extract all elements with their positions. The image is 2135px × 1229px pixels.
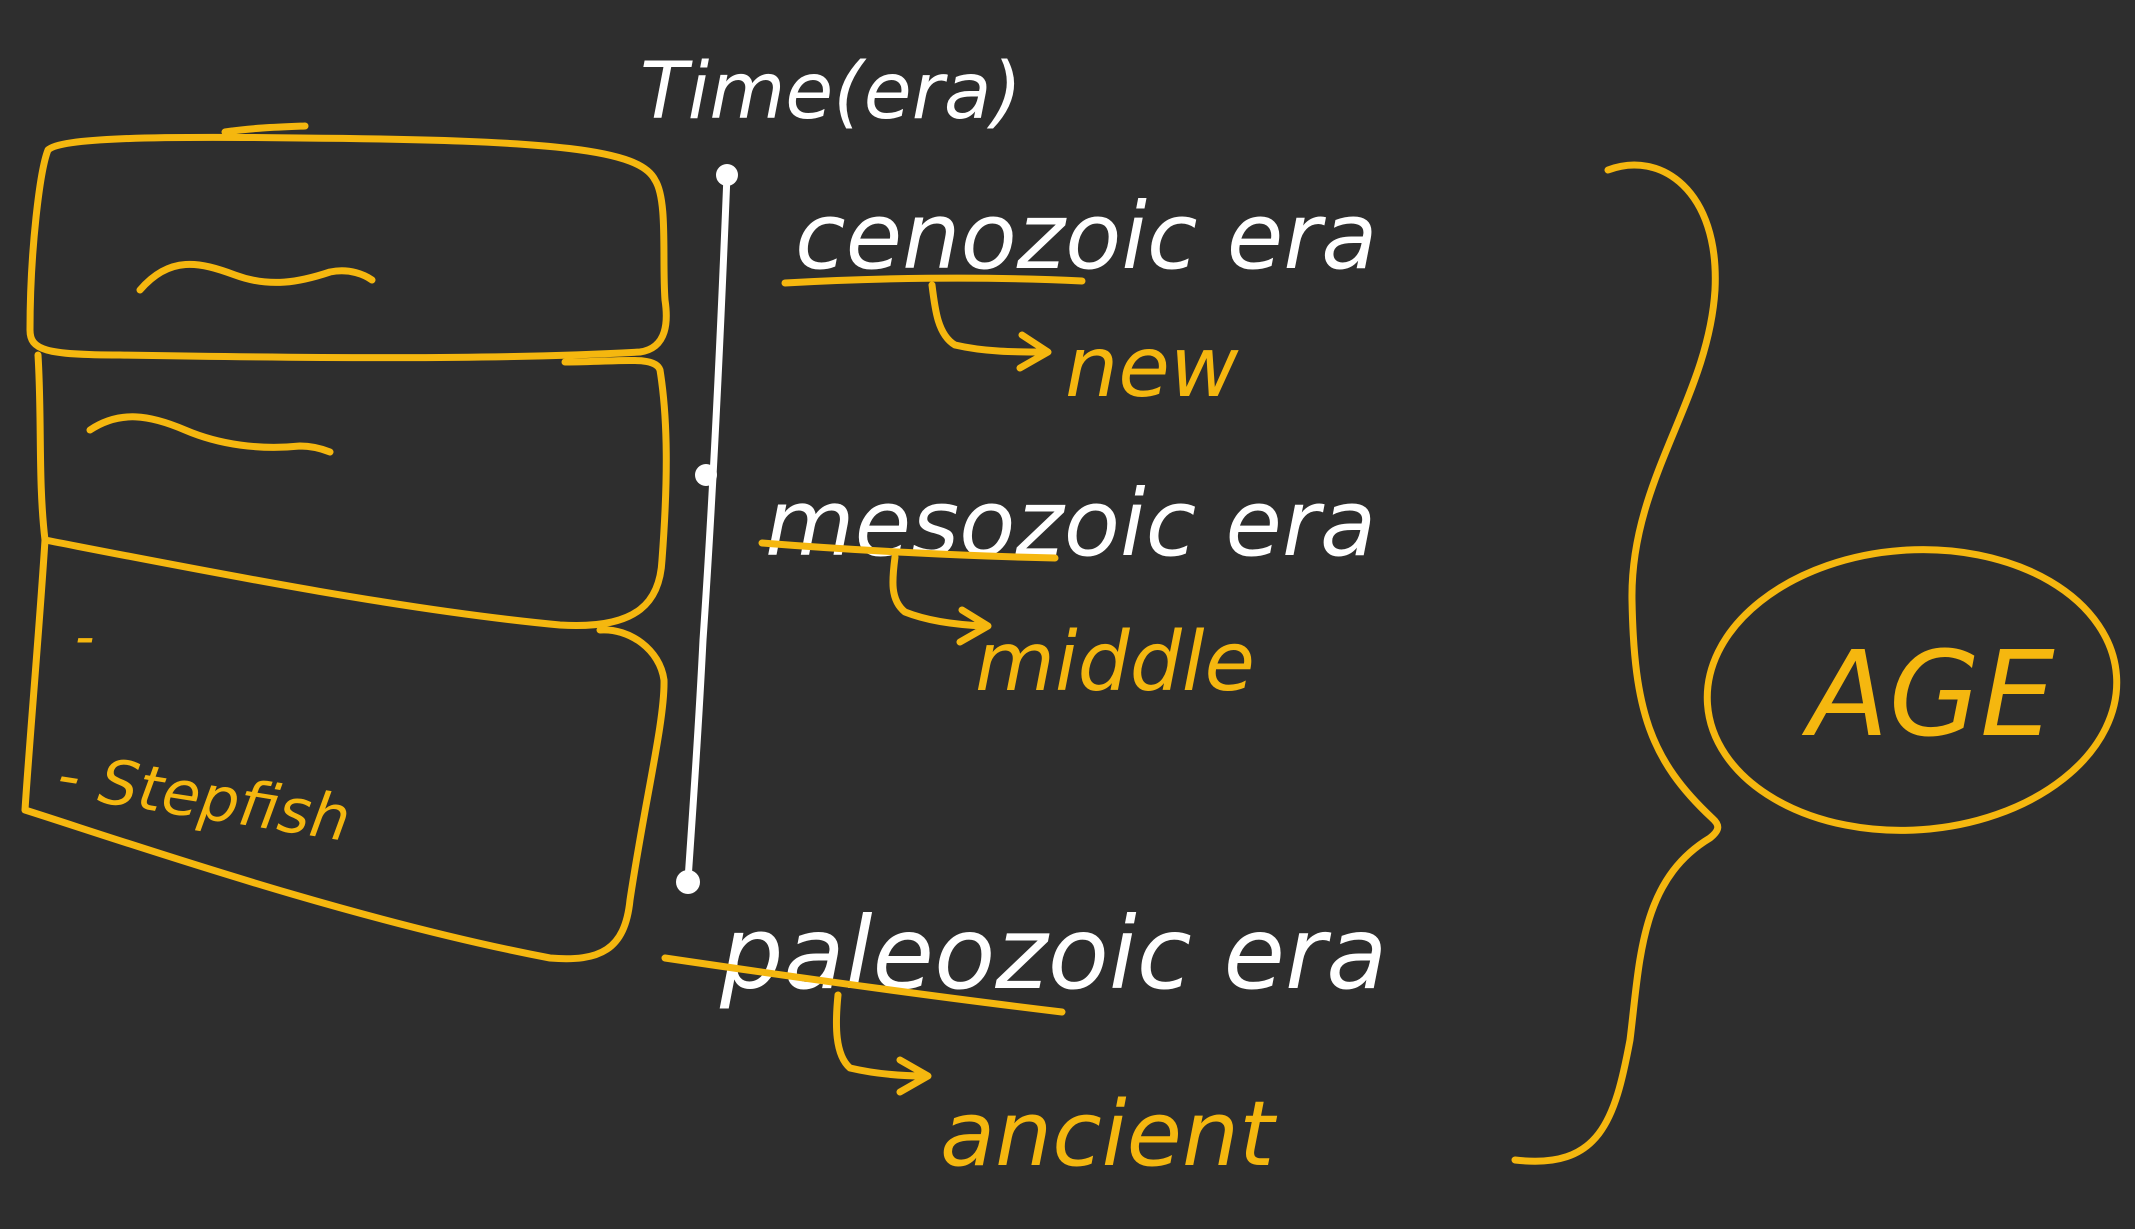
stratum-bottom — [21, 536, 668, 963]
era-cenozoic: cenozoic era new — [781, 183, 1378, 416]
meaning-arrow-icon — [889, 553, 992, 646]
era-meaning: ancient — [940, 1082, 1278, 1187]
age-label: AGE — [1801, 625, 2055, 763]
era-meaning: new — [1065, 318, 1239, 416]
age-annotation: AGE — [1703, 546, 2121, 834]
era-name: cenozoic era — [795, 183, 1378, 290]
timeline-heading: Time(era) — [640, 47, 1022, 137]
wavy-mark-middle — [86, 413, 334, 456]
era-group-brace — [1511, 161, 1722, 1165]
era-underline — [758, 539, 1059, 562]
stratum-top-accent — [221, 122, 309, 136]
era-name: paleozoic era — [719, 895, 1387, 1012]
rock-strata-drawing: - - Stepfish — [21, 122, 670, 963]
timeline-line — [684, 171, 731, 884]
meaning-arrow-icon — [832, 991, 932, 1096]
meaning-arrow-icon — [928, 281, 1052, 372]
age-circle — [1703, 546, 2121, 834]
era-underline — [781, 274, 1086, 287]
era-name: mesozoic era — [765, 470, 1376, 577]
timeline-node-paleozoic — [676, 870, 700, 894]
stratum-middle — [34, 351, 670, 630]
era-paleozoic: paleozoic era ancient — [661, 895, 1387, 1187]
era-mesozoic: mesozoic era middle — [758, 470, 1376, 710]
layer-dash: - — [75, 605, 95, 668]
timeline-node-cenozoic — [716, 164, 738, 186]
layer-note: - Stepfish — [53, 738, 356, 856]
era-underline — [661, 954, 1066, 1016]
era-meaning: middle — [975, 615, 1255, 710]
stratum-top — [26, 133, 670, 362]
timeline-node-mesozoic — [695, 464, 717, 486]
timeline-axis — [676, 164, 738, 894]
wavy-mark-top — [136, 260, 376, 294]
